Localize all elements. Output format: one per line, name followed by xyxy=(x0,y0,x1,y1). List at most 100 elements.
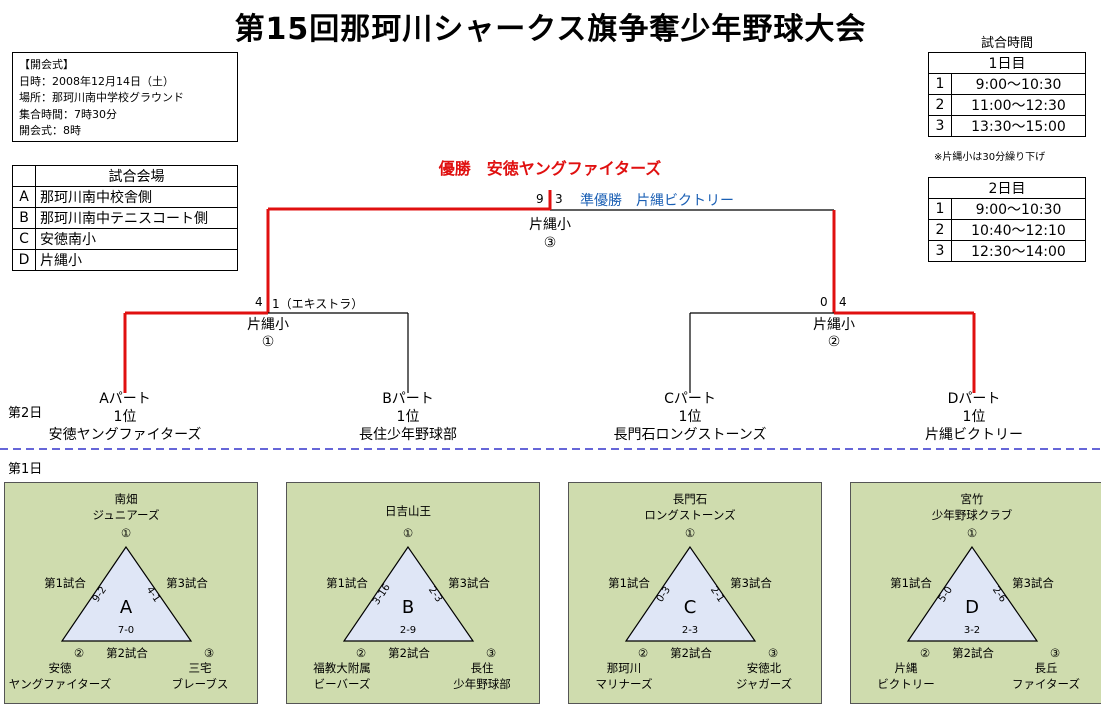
venue-name: 安徳南小 xyxy=(35,228,238,250)
team-part: Aパート xyxy=(99,391,151,407)
final-score-left: 9 xyxy=(536,192,544,206)
team-right: 三宅ブレーブス xyxy=(171,661,229,691)
game2-label: 第2試合 xyxy=(388,646,430,660)
semi-right-score-right: 4 xyxy=(839,295,847,309)
score-bottom: 2-3 xyxy=(682,625,698,636)
team-rank: 1位 xyxy=(396,409,420,425)
final-game-no: ③ xyxy=(543,235,557,251)
game2-label: 第2試合 xyxy=(952,646,994,660)
final-score-right: 3 xyxy=(555,192,563,206)
team-part: Bパート xyxy=(382,391,434,407)
team-part: Dパート xyxy=(947,391,1001,407)
score-bottom: 2-9 xyxy=(400,625,416,636)
game3-label: 第3試合 xyxy=(1012,576,1054,590)
pos-top: ① xyxy=(402,526,414,540)
pos-right: ③ xyxy=(1049,646,1061,660)
time-range: 10:40～12:10 xyxy=(951,219,1086,241)
semi-left-score-left: 4 xyxy=(255,295,263,309)
game3-label: 第3試合 xyxy=(448,576,490,590)
group-letter: A xyxy=(120,597,133,618)
team-right: 長住少年野球部 xyxy=(453,661,511,691)
triangle-shape xyxy=(906,545,1039,642)
pos-left: ② xyxy=(919,646,931,660)
triangle-shape xyxy=(60,545,193,642)
team-top: 南畑ジュニアーズ xyxy=(92,492,160,522)
semi-left-venue: 片縄小 xyxy=(247,317,289,333)
triangle-shape xyxy=(342,545,475,642)
team-slot-c: Cパート 1位 長門石ロングストーンズ xyxy=(590,390,790,444)
team-left: 福教大附属ビーバーズ xyxy=(313,661,371,691)
time-range: 12:30～14:00 xyxy=(951,240,1086,262)
team-top: 宮竹少年野球クラブ xyxy=(931,492,1013,522)
times-heading: 試合時間 xyxy=(980,36,1033,51)
day1-note: ※片縄小は30分繰り下げ xyxy=(934,152,1046,163)
runner-up-label: 準優勝 片縄ビクトリー xyxy=(580,193,734,209)
opening-gather: 集合時間：7時30分 xyxy=(19,107,117,121)
champion-label: 優勝 安徳ヤングファイターズ xyxy=(438,159,662,178)
time-range: 11:00～12:30 xyxy=(951,94,1086,116)
team-top: 日吉山王 xyxy=(385,504,431,518)
team-left: 那珂川マリナーズ xyxy=(595,661,653,691)
game3-label: 第3試合 xyxy=(166,576,208,590)
final-venue: 片縄小 xyxy=(529,217,571,233)
team-top: 長門石ロングストーンズ xyxy=(644,492,736,522)
team-rank: 1位 xyxy=(678,409,702,425)
semi-left-score-right: 1（エキストラ） xyxy=(272,297,364,311)
day1-label: 第1日 xyxy=(8,462,43,477)
opening-start: 開会式：8時 xyxy=(19,124,81,137)
team-part: Cパート xyxy=(664,391,716,407)
page-title: 第15回那珂川シャークス旗争奪少年野球大会 xyxy=(234,12,867,47)
day2-label: 第2日 xyxy=(8,406,43,421)
game1-label: 第1試合 xyxy=(890,576,932,590)
team-slot-a: Aパート 1位 安徳ヤングファイターズ xyxy=(25,390,225,444)
team-rank: 1位 xyxy=(962,409,986,425)
game1-label: 第1試合 xyxy=(608,576,650,590)
triangle-shape xyxy=(624,545,757,642)
team-name: 長住少年野球部 xyxy=(359,427,457,443)
pos-left: ② xyxy=(355,646,367,660)
opening-place: 場所：那珂川南中学校グラウンド xyxy=(19,91,184,104)
team-name: 片縄ビクトリー xyxy=(925,427,1023,443)
game2-label: 第2試合 xyxy=(670,646,712,660)
pos-right: ③ xyxy=(203,646,215,660)
team-slot-b: Bパート 1位 長住少年野球部 xyxy=(308,390,508,444)
pos-top: ① xyxy=(966,526,978,540)
pos-top: ① xyxy=(120,526,132,540)
venue-name: 片縄小 xyxy=(35,249,238,271)
opening-ceremony-box: 【開会式】 日時：2008年12月14日（土） 場所：那珂川南中学校グラウンド … xyxy=(12,52,238,142)
pos-right: ③ xyxy=(767,646,779,660)
semi-right-venue: 片縄小 xyxy=(813,317,855,333)
team-right: 安徳北ジャガーズ xyxy=(735,661,793,691)
team-left: 安徳ヤングファイターズ xyxy=(8,661,112,691)
team-right: 長丘ファイターズ xyxy=(1012,661,1080,691)
team-slot-d: Dパート 1位 片縄ビクトリー xyxy=(874,390,1074,444)
game3-label: 第3試合 xyxy=(730,576,772,590)
score-bottom: 3-2 xyxy=(964,625,980,636)
opening-heading: 【開会式】 xyxy=(19,58,74,71)
team-name: 長門石ロングストーンズ xyxy=(613,427,767,443)
score-bottom: 7-0 xyxy=(118,625,134,636)
game1-label: 第1試合 xyxy=(44,576,86,590)
pos-top: ① xyxy=(684,526,696,540)
time-range: 9:00～10:30 xyxy=(951,73,1086,95)
group-letter: B xyxy=(402,597,414,618)
team-left: 片縄ビクトリー xyxy=(877,661,935,691)
time-range: 13:30～15:00 xyxy=(951,115,1086,137)
opening-date: 日時：2008年12月14日（土） xyxy=(19,74,174,88)
semi-left-game-no: ① xyxy=(261,334,275,350)
semi-right-score-left: 0 xyxy=(820,295,828,309)
pos-left: ② xyxy=(637,646,649,660)
pos-left: ② xyxy=(73,646,85,660)
game2-label: 第2試合 xyxy=(106,646,148,660)
pos-right: ③ xyxy=(485,646,497,660)
